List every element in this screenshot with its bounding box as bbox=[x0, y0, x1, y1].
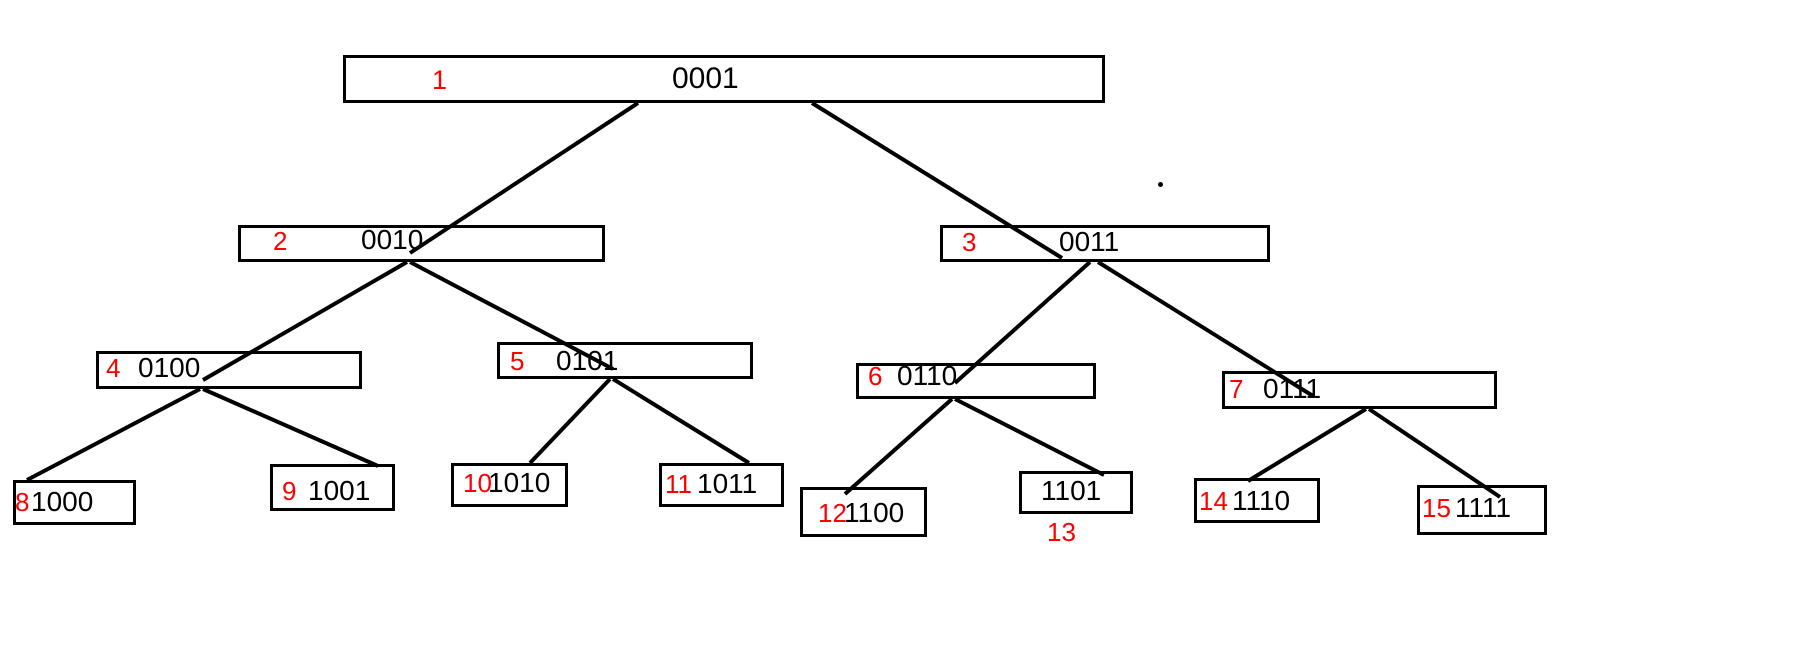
tree-edge bbox=[202, 387, 379, 468]
tree-node-box-3[interactable] bbox=[940, 225, 1270, 262]
node-index-label-10: 10 bbox=[463, 468, 492, 498]
node-binary-label-12: 1100 bbox=[844, 497, 905, 528]
tree-node-box-8[interactable] bbox=[13, 480, 136, 525]
node-index-label-2: 2 bbox=[273, 226, 288, 256]
node-binary-label-9: 1001 bbox=[308, 475, 371, 506]
tree-node-box-6[interactable] bbox=[856, 363, 1096, 399]
node-binary-label-1: 0001 bbox=[672, 62, 739, 95]
node-binary-label-14: 1110 bbox=[1232, 485, 1291, 516]
node-binary-label-7: 0111 bbox=[1263, 373, 1322, 404]
node-binary-label-3: 0011 bbox=[1059, 226, 1120, 257]
node-index-label-14: 14 bbox=[1199, 486, 1228, 516]
node-binary-label-6: 0110 bbox=[897, 360, 958, 391]
node-index-label-5: 5 bbox=[510, 346, 525, 376]
tree-node-box-9[interactable] bbox=[270, 464, 395, 511]
tree-edge bbox=[1367, 407, 1502, 499]
tree-node-box-12[interactable] bbox=[800, 487, 927, 537]
node-index-label-13: 13 bbox=[1047, 517, 1076, 547]
tree-edge bbox=[611, 377, 751, 465]
stray-dot-mark bbox=[1158, 182, 1163, 187]
tree-node-box-15[interactable] bbox=[1417, 485, 1547, 535]
node-index-label-12: 12 bbox=[818, 498, 847, 528]
tree-edge bbox=[1246, 407, 1368, 483]
node-binary-label-10: 1010 bbox=[488, 467, 551, 498]
node-index-label-1: 1 bbox=[432, 65, 448, 95]
tree-node-box-2[interactable] bbox=[238, 225, 605, 262]
tree-edge bbox=[528, 377, 612, 465]
node-index-label-8: 8 bbox=[15, 487, 30, 517]
node-index-label-7: 7 bbox=[1229, 374, 1244, 404]
node-index-label-15: 15 bbox=[1422, 493, 1451, 523]
tree-node-box-10[interactable] bbox=[451, 463, 568, 507]
tree-node-box-7[interactable] bbox=[1222, 371, 1497, 409]
tree-node-box-1[interactable] bbox=[343, 55, 1105, 103]
tree-node-box-11[interactable] bbox=[659, 463, 784, 507]
node-binary-label-11: 1011 bbox=[697, 468, 758, 499]
node-binary-label-8: 1000 bbox=[31, 486, 94, 517]
tree-edge bbox=[843, 397, 954, 496]
node-index-label-6: 6 bbox=[868, 361, 883, 391]
node-binary-label-5: 0101 bbox=[556, 345, 619, 376]
tree-edge bbox=[954, 397, 1105, 477]
node-binary-label-2: 0010 bbox=[361, 224, 424, 255]
tree-node-box-5[interactable] bbox=[497, 342, 753, 379]
node-index-label-3: 3 bbox=[962, 227, 977, 257]
tree-node-box-14[interactable] bbox=[1194, 478, 1320, 523]
tree-edge bbox=[26, 387, 201, 482]
tree-node-box-4[interactable] bbox=[96, 351, 362, 389]
node-index-label-4: 4 bbox=[106, 353, 121, 383]
tree-node-box-13[interactable] bbox=[1019, 471, 1133, 514]
node-index-label-11: 11 bbox=[665, 469, 692, 499]
node-binary-label-13: 1101 bbox=[1041, 475, 1102, 506]
node-binary-label-4: 0100 bbox=[138, 352, 201, 383]
node-binary-label-15: 1111 bbox=[1455, 492, 1512, 523]
node-index-label-9: 9 bbox=[282, 476, 297, 506]
